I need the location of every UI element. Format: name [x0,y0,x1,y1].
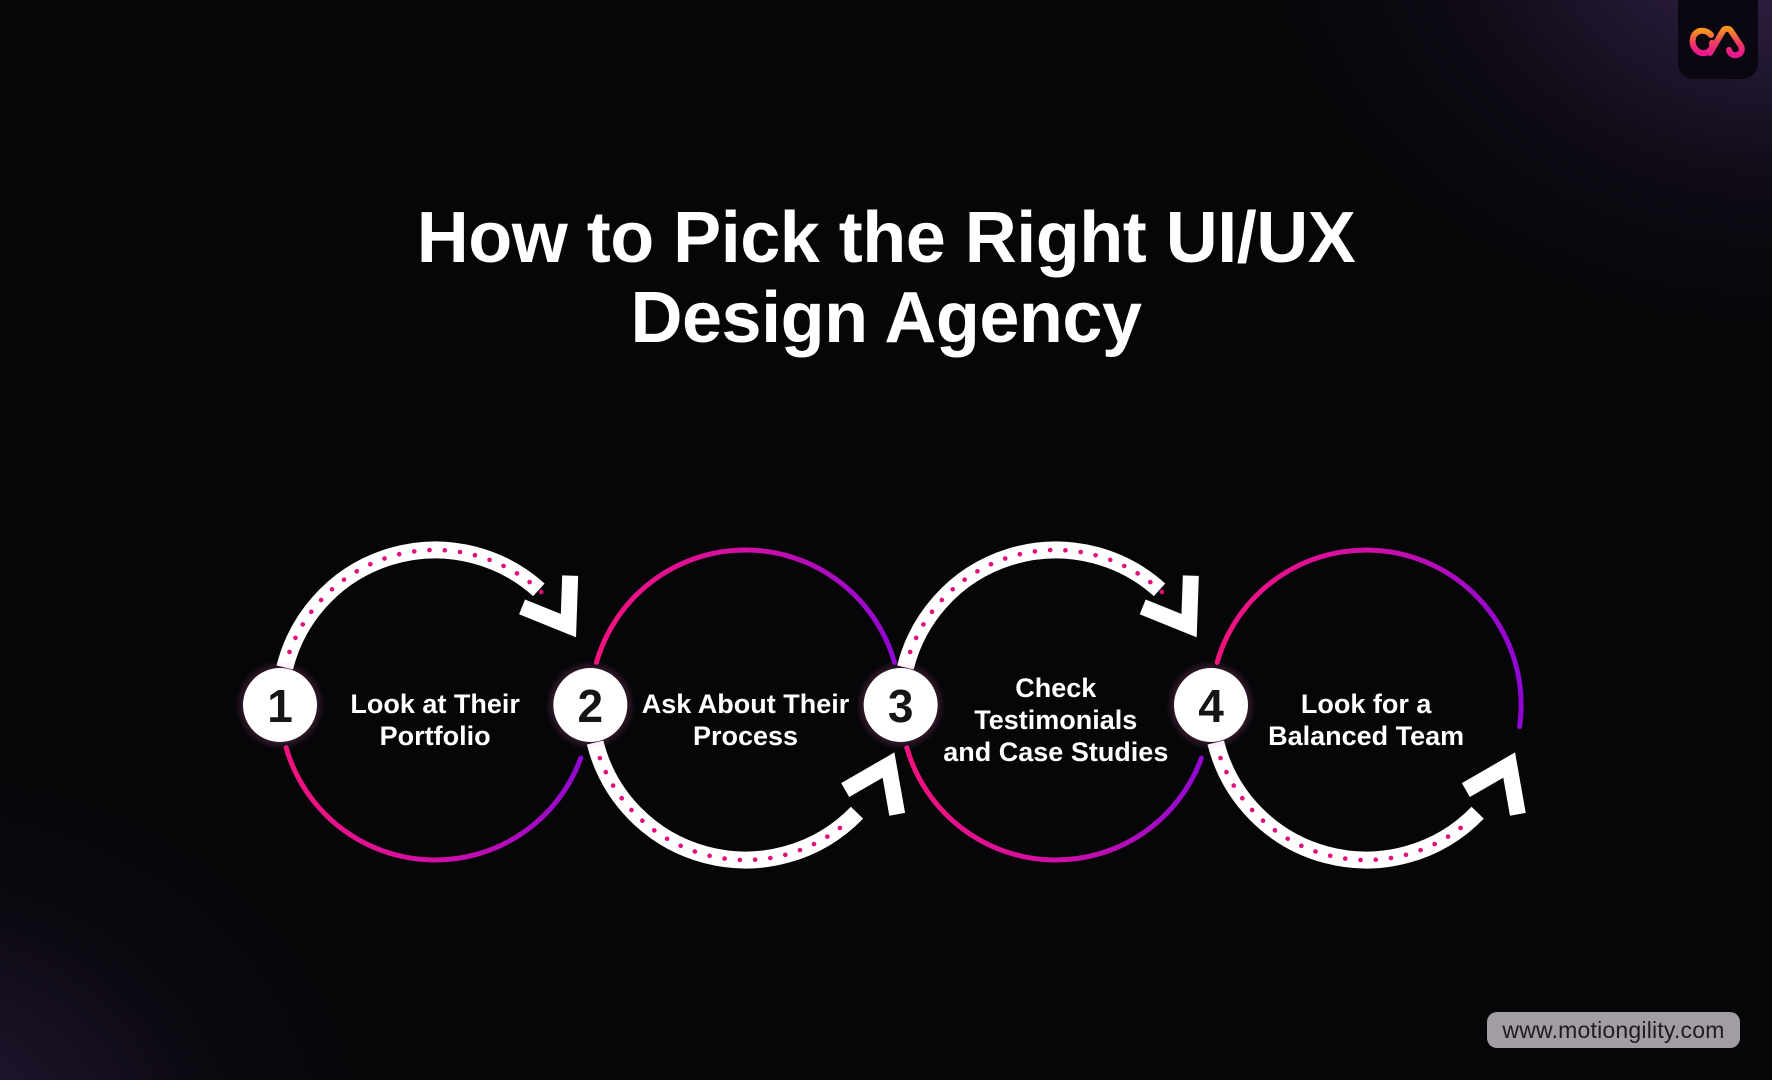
dotted-band-arc [586,740,864,869]
dotted-band-arc [897,541,1166,670]
step-cycle-1 [276,541,584,863]
step-badge-circle [553,668,628,742]
solid-arc [904,745,1204,863]
solid-arc [593,547,897,665]
step-badge-circle [1173,668,1248,742]
step-badge-number: 4 [1198,680,1224,732]
m-monogram-icon [1689,25,1745,59]
arrow-down-right-icon [1139,575,1199,638]
solid-arc [1214,547,1524,730]
step-cycle-2 [586,547,906,869]
title-line-1: How to Pick the Right UI/UX [416,198,1356,278]
band-dots [597,755,852,863]
step-badge-number: 1 [267,680,293,732]
arrow-up-right-icon [1461,752,1526,816]
dotted-band-arc [276,541,545,670]
arrow-up-right-icon [841,752,906,816]
motiongility-logo-tile [1678,0,1758,79]
step-badge-circle [863,668,938,742]
step-cycle-4 [1207,547,1526,869]
step-badge-number: 3 [887,680,914,732]
page-title: How to Pick the Right UI/UX Design Agenc… [0,198,1772,358]
solid-arc [283,745,584,863]
arrow-down-right-icon [519,575,579,638]
step-badge-circle [243,668,317,742]
band-dots [907,547,1170,655]
step-cycle-3 [897,541,1204,863]
band-dots [1218,755,1473,863]
dotted-band-arc [1207,740,1484,869]
band-dots [287,547,549,655]
title-line-2: Design Agency [630,278,1142,358]
badges-layer [220,645,1271,765]
website-url: www.motiongility.com [1502,1016,1725,1043]
step-badge-number: 2 [577,680,604,732]
website-watermark: www.motiongility.com [1487,1012,1740,1048]
